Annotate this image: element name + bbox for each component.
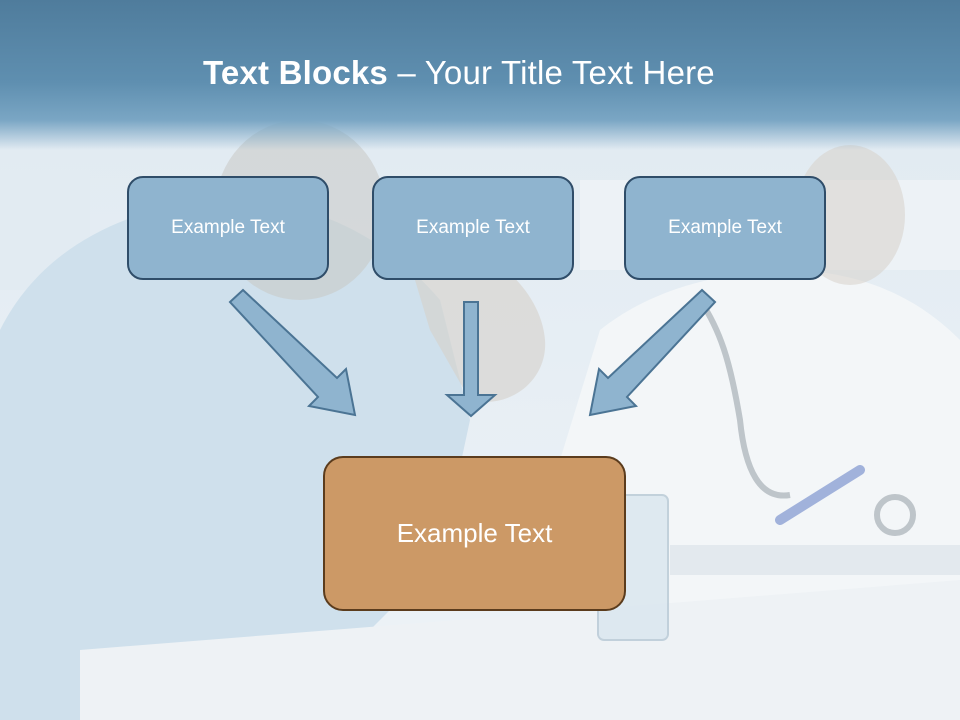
arrow-left: [228, 288, 357, 417]
title-dash: –: [388, 54, 425, 91]
title-rest: Your Title Text Here: [424, 54, 715, 91]
title-bar: [0, 0, 960, 150]
text-block-3[interactable]: Example Text: [624, 176, 826, 280]
title-bold: Text Blocks: [203, 54, 388, 91]
arrow-center: [444, 301, 498, 418]
text-block-1[interactable]: Example Text: [127, 176, 329, 280]
arrow-right: [588, 288, 717, 417]
slide-title: Text Blocks – Your Title Text Here: [203, 54, 715, 92]
text-block-2[interactable]: Example Text: [372, 176, 574, 280]
text-block-result[interactable]: Example Text: [323, 456, 626, 611]
